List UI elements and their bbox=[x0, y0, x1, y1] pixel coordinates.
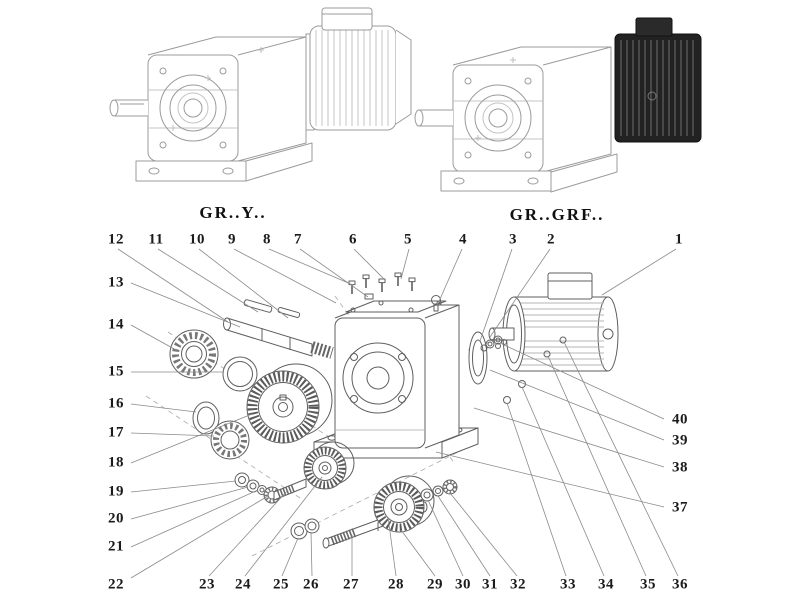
leader-lines bbox=[117, 248, 679, 579]
part-callout-24: 24 bbox=[235, 576, 251, 593]
part-callout-20: 20 bbox=[108, 510, 124, 527]
assembled-view-gr-y bbox=[109, 7, 412, 182]
motor-drawing bbox=[488, 272, 619, 372]
part-callout-3: 3 bbox=[509, 231, 517, 248]
figure-label-gr-y: GR..Y.. bbox=[199, 203, 267, 222]
seal-ring-drawing bbox=[222, 356, 258, 392]
input-shaft-drawing bbox=[223, 299, 334, 359]
part-callout-32: 32 bbox=[510, 576, 526, 593]
motor-fasteners-drawing bbox=[480, 335, 507, 352]
part-callout-7: 7 bbox=[294, 231, 302, 248]
part-callout-38: 38 bbox=[672, 459, 688, 476]
part-callout-23: 23 bbox=[199, 576, 215, 593]
part-callout-28: 28 bbox=[388, 576, 404, 593]
gear-housing-drawing bbox=[334, 300, 488, 449]
pinion-gear-drawing bbox=[273, 441, 355, 501]
part-callout-29: 29 bbox=[427, 576, 443, 593]
intermediate-shaft-drawing bbox=[322, 475, 458, 549]
part-callout-39: 39 bbox=[672, 432, 688, 449]
part-callout-11: 11 bbox=[148, 231, 164, 248]
exploded-view bbox=[169, 272, 619, 549]
part-callout-25: 25 bbox=[273, 576, 289, 593]
part-callout-16: 16 bbox=[108, 395, 124, 412]
part-callout-35: 35 bbox=[640, 576, 656, 593]
small-washers-drawing bbox=[234, 472, 281, 504]
part-callout-37: 37 bbox=[672, 499, 688, 516]
part-callout-6: 6 bbox=[349, 231, 357, 248]
cover-bolts-drawing bbox=[348, 272, 441, 312]
part-callout-31: 31 bbox=[482, 576, 498, 593]
part-callout-10: 10 bbox=[189, 231, 205, 248]
assembled-view-gr-grf bbox=[414, 17, 702, 193]
dark-motor-drawing bbox=[614, 17, 702, 143]
part-callout-8: 8 bbox=[263, 231, 271, 248]
part-callout-2: 2 bbox=[547, 231, 555, 248]
part-callout-40: 40 bbox=[672, 411, 688, 428]
part-callout-12: 12 bbox=[108, 231, 124, 248]
part-callout-5: 5 bbox=[404, 231, 412, 248]
part-callout-27: 27 bbox=[343, 576, 359, 593]
figure-label-gr-grf: GR..GRF.. bbox=[509, 205, 605, 224]
bearing-14-drawing bbox=[169, 329, 219, 379]
part-callout-15: 15 bbox=[108, 363, 124, 380]
output-gear-drawing bbox=[246, 363, 333, 444]
part-callout-33: 33 bbox=[560, 576, 576, 593]
part-callout-14: 14 bbox=[108, 316, 124, 333]
part-callout-21: 21 bbox=[108, 538, 124, 555]
part-callout-26: 26 bbox=[303, 576, 319, 593]
part-callout-1: 1 bbox=[675, 231, 683, 248]
part-callout-9: 9 bbox=[228, 231, 236, 248]
part-callout-36: 36 bbox=[672, 576, 688, 593]
part-callout-22: 22 bbox=[108, 576, 124, 593]
retaining-rings-drawing bbox=[290, 518, 320, 540]
part-callout-17: 17 bbox=[108, 424, 124, 441]
part-callout-4: 4 bbox=[459, 231, 467, 248]
part-callout-34: 34 bbox=[598, 576, 614, 593]
part-callout-13: 13 bbox=[108, 274, 124, 291]
part-callout-19: 19 bbox=[108, 483, 124, 500]
part-callout-30: 30 bbox=[455, 576, 471, 593]
sleeve-and-bearing-drawing bbox=[192, 401, 250, 460]
part-callout-18: 18 bbox=[108, 454, 124, 471]
